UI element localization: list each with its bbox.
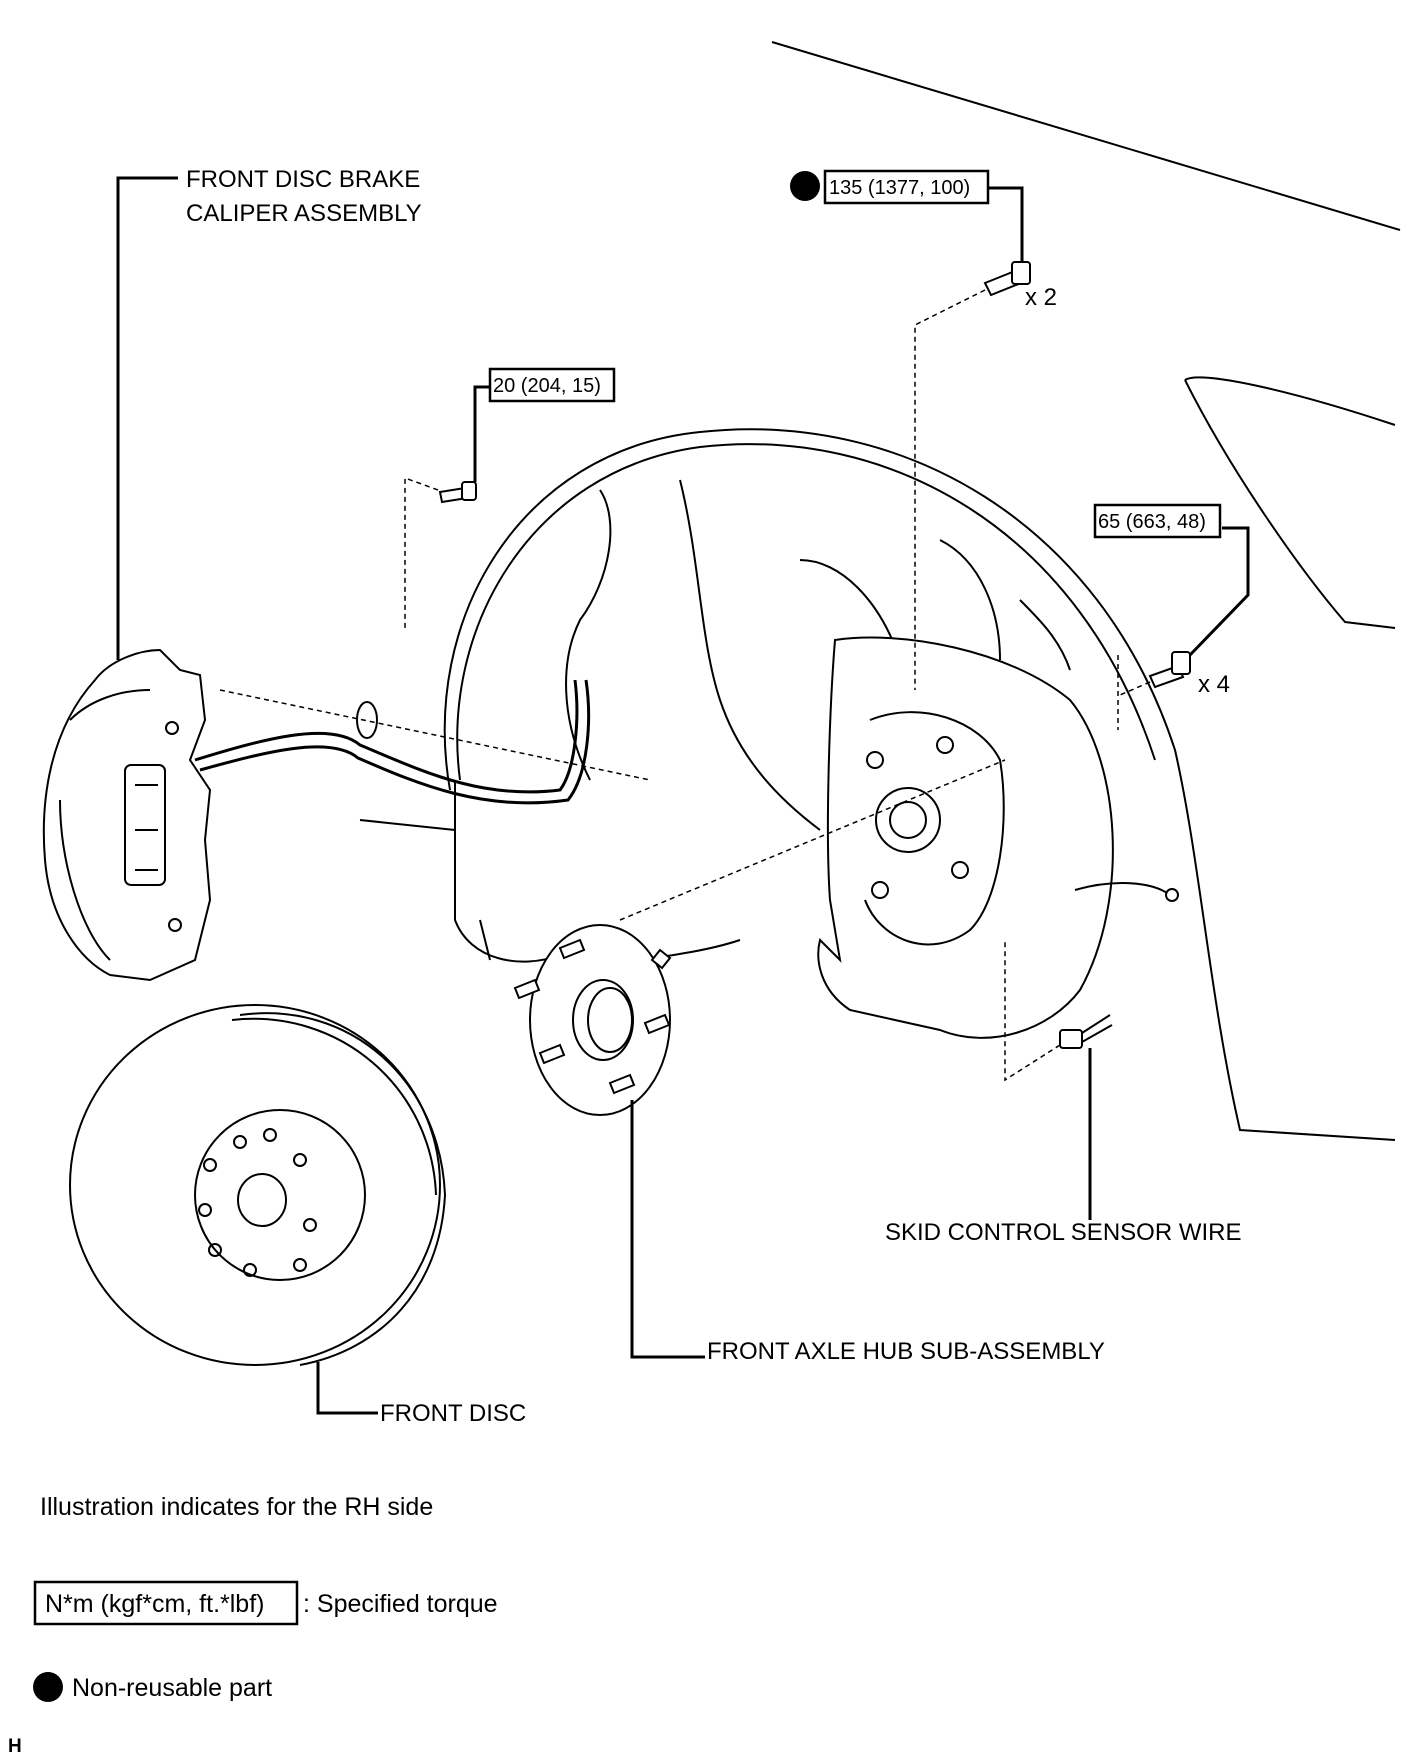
qty-caliper-bolt: x 2 — [1025, 284, 1057, 311]
qty-hub-bolt: x 4 — [1198, 671, 1230, 698]
legend-torque-unit: N*m (kgf*cm, ft.*lbf) — [45, 1590, 264, 1618]
hub-studs — [513, 938, 672, 1095]
label-front-disc: FRONT DISC — [380, 1400, 526, 1427]
torque-value-sensor-bolt: 20 (204, 15) — [493, 375, 601, 397]
legend-non-reusable-marker — [33, 1672, 63, 1702]
torque-box-caliper-bolt: 135 (1377, 100) — [790, 169, 990, 205]
illustration-code: H — [8, 1736, 22, 1757]
hub-bolt-drawing — [1117, 651, 1191, 730]
label-sensor-wire: SKID CONTROL SENSOR WIRE — [885, 1219, 1241, 1246]
caliper-bolt-drawing — [914, 261, 1031, 690]
non-reusable-marker — [790, 171, 820, 201]
disc-lug-holes — [198, 1128, 317, 1277]
label-caliper-line1: FRONT DISC BRAKE — [186, 166, 420, 193]
leader-lines — [116, 176, 1250, 1415]
sensor-bolt-drawing — [404, 476, 477, 630]
label-axle-hub: FRONT AXLE HUB SUB-ASSEMBLY — [707, 1338, 1105, 1365]
torque-box-hub-bolt: 65 (663, 48) — [1093, 503, 1222, 539]
legend-non-reusable-text: Non-reusable part — [72, 1674, 272, 1702]
steering-knuckle — [817, 636, 1179, 1039]
front-disc-drawing — [69, 1004, 447, 1366]
axle-hub-drawing — [513, 759, 1006, 1116]
caliper-drawing — [42, 648, 651, 982]
sensor-drawing — [1004, 940, 1113, 1082]
note-rh-side: Illustration indicates for the RH side — [40, 1493, 433, 1521]
torque-value-caliper-bolt: 135 (1377, 100) — [829, 177, 970, 199]
legend-non-reusable: Non-reusable part — [33, 1672, 272, 1702]
legend-torque-desc: : Specified torque — [303, 1590, 498, 1618]
legend-torque: N*m (kgf*cm, ft.*lbf) : Specified torque — [33, 1580, 498, 1626]
vehicle-body-outline — [443, 41, 1401, 1141]
torque-box-sensor-bolt: 20 (204, 15) — [488, 367, 616, 403]
label-caliper-line2: CALIPER ASSEMBLY — [186, 200, 422, 227]
torque-value-hub-bolt: 65 (663, 48) — [1098, 511, 1206, 533]
